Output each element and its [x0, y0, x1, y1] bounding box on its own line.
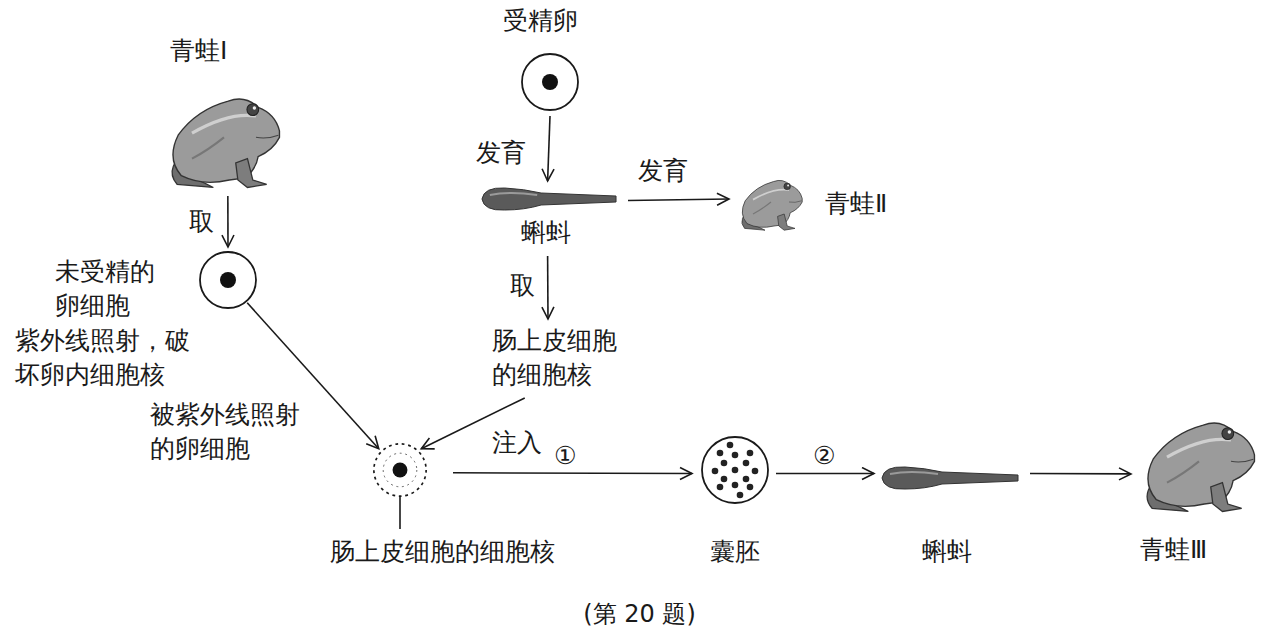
arrow-label: 发育 — [636, 156, 690, 186]
node-label: 蝌蚪 — [521, 216, 571, 250]
frog-picture — [1135, 392, 1263, 520]
node-label: 未受精的 卵细胞 — [55, 255, 165, 323]
frog-picture — [160, 72, 288, 192]
arrow-connector — [776, 473, 874, 475]
node-label: 青蛙Ⅰ — [170, 34, 227, 68]
frog-picture — [735, 163, 807, 235]
picture-node: 未受精的 卵细胞紫外线照射，破 坏卵内细胞核 — [198, 250, 258, 310]
blastula-picture — [700, 435, 770, 505]
node-label: 青蛙Ⅲ — [1140, 533, 1207, 567]
picture-node: 青蛙Ⅰ — [160, 72, 288, 192]
picture-node: 囊胚 — [700, 435, 770, 505]
node-label: 蝌蚪 — [922, 535, 972, 569]
node-label: 囊胚 — [710, 535, 760, 569]
arrow-label: 取 — [508, 271, 537, 301]
picture-node: 蝌蚪 — [880, 463, 1020, 493]
tadpole-picture — [880, 463, 1020, 493]
arrow-label: 取 — [187, 207, 216, 237]
picture-node: 蝌蚪 — [480, 184, 618, 214]
arrow-label: ② — [811, 441, 837, 471]
node-label: 被紫外线照射 的卵细胞 — [150, 398, 310, 466]
picture-node: 受精卵 — [520, 52, 580, 112]
node-label: 肠上皮细胞 的细胞核 — [492, 324, 627, 392]
picture-node: 被紫外线照射 的卵细胞肠上皮细胞的细胞核 — [372, 442, 428, 498]
node-label: 肠上皮细胞的细胞核 — [330, 535, 555, 569]
egg-cell — [198, 250, 258, 310]
figure-caption: (第 20 题) — [0, 598, 1279, 630]
tadpole-picture — [480, 184, 618, 214]
egg-cell — [520, 52, 580, 112]
arrow-connector — [628, 199, 729, 201]
node-label: 青蛙Ⅱ — [825, 187, 887, 221]
arrow-label: ① — [552, 441, 578, 471]
arrow-connector — [547, 256, 549, 319]
arrow-connector — [227, 196, 229, 247]
arrow-connector — [548, 116, 550, 181]
arrow-connector — [1030, 473, 1131, 475]
picture-node: 青蛙Ⅲ — [1135, 392, 1263, 520]
arrow-label: 发育 — [474, 138, 528, 168]
arrow-label: 注入 — [490, 428, 544, 458]
node-label: 受精卵 — [503, 4, 578, 38]
arrow-connector — [453, 472, 692, 474]
picture-node: 青蛙Ⅱ — [735, 163, 807, 235]
text-node: 肠上皮细胞 的细胞核 — [490, 322, 629, 394]
egg-cell — [372, 442, 428, 498]
node-label: 紫外线照射，破 坏卵内细胞核 — [15, 324, 200, 392]
